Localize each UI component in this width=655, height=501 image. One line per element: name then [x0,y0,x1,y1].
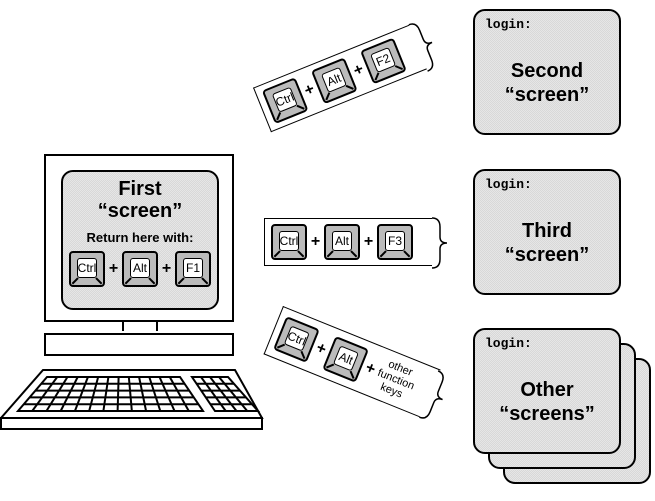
keyboard-col-line [45,376,69,412]
keyboard-main-keys [15,376,205,412]
return-here-label: Return here with: [86,230,194,245]
f2-key: F2 [360,37,407,85]
keyboard-col-line [31,376,59,412]
monitor-neck [122,322,158,331]
first-virtual-console-screen: First “screen” Return here with: Ctrl + … [61,170,219,310]
monitor-base [44,333,234,356]
keyboard-col-line [73,376,89,412]
keyboard-col-line [138,376,148,412]
third-screen-title: Third “screen” [504,220,590,266]
login-prompt: login: [485,177,532,192]
other-screens: login: Other “screens” [473,328,621,454]
keyboard-col-line [168,376,190,412]
keyboard-col-line [88,376,100,412]
brace-icon [432,217,448,269]
keyboard-col-line [158,376,176,412]
first-screen-title-line2: “screen” [97,200,183,222]
first-screen-title-line1: First [118,178,162,200]
keyboard-col-line [102,376,110,412]
login-prompt: login: [485,17,532,32]
brace-icon [419,370,444,419]
plus-icon: + [161,260,172,277]
keyboard-col-line [116,376,120,412]
keyboard-col-line [127,376,133,412]
alt-key: Alt [324,224,360,260]
keyboard-col-line [218,376,249,412]
first-screen-key-combo: Ctrl + Alt + F1 [63,251,217,287]
f1-key: F1 [175,251,211,287]
keyboard-grid-outline [15,376,205,412]
keyboard-col-line [200,376,227,412]
alt-key: Alt [122,251,158,287]
shortcut-strip-other: Ctrl + Alt + other function keys [263,306,444,419]
f3-key: F3 [377,224,413,260]
shortcut-strip-f2: Ctrl + Alt + F2 [253,23,434,133]
keyboard-col-line [59,376,79,412]
plus-icon: + [310,233,321,250]
keyboard-numpad [190,376,261,412]
brace-icon [408,23,434,72]
login-prompt: login: [485,336,532,351]
shortcut-strip-f3: Ctrl + Alt + F3 [264,217,448,269]
keyboard-grid-outline [190,376,261,412]
ctrl-key: Ctrl [271,224,307,260]
other-screens-title: Other “screens” [499,379,595,425]
keyboard-col-line [209,376,238,412]
keyboard-icon [0,369,264,430]
plus-icon: + [363,233,374,250]
keyboard-col-line [148,376,162,412]
second-screen: login: Second “screen” [473,9,621,135]
plus-icon: + [108,260,119,277]
ctrl-key: Ctrl [69,251,105,287]
monitor: First “screen” Return here with: Ctrl + … [44,154,234,322]
second-screen-title: Second “screen” [504,60,590,106]
third-screen: login: Third “screen” [473,169,621,295]
